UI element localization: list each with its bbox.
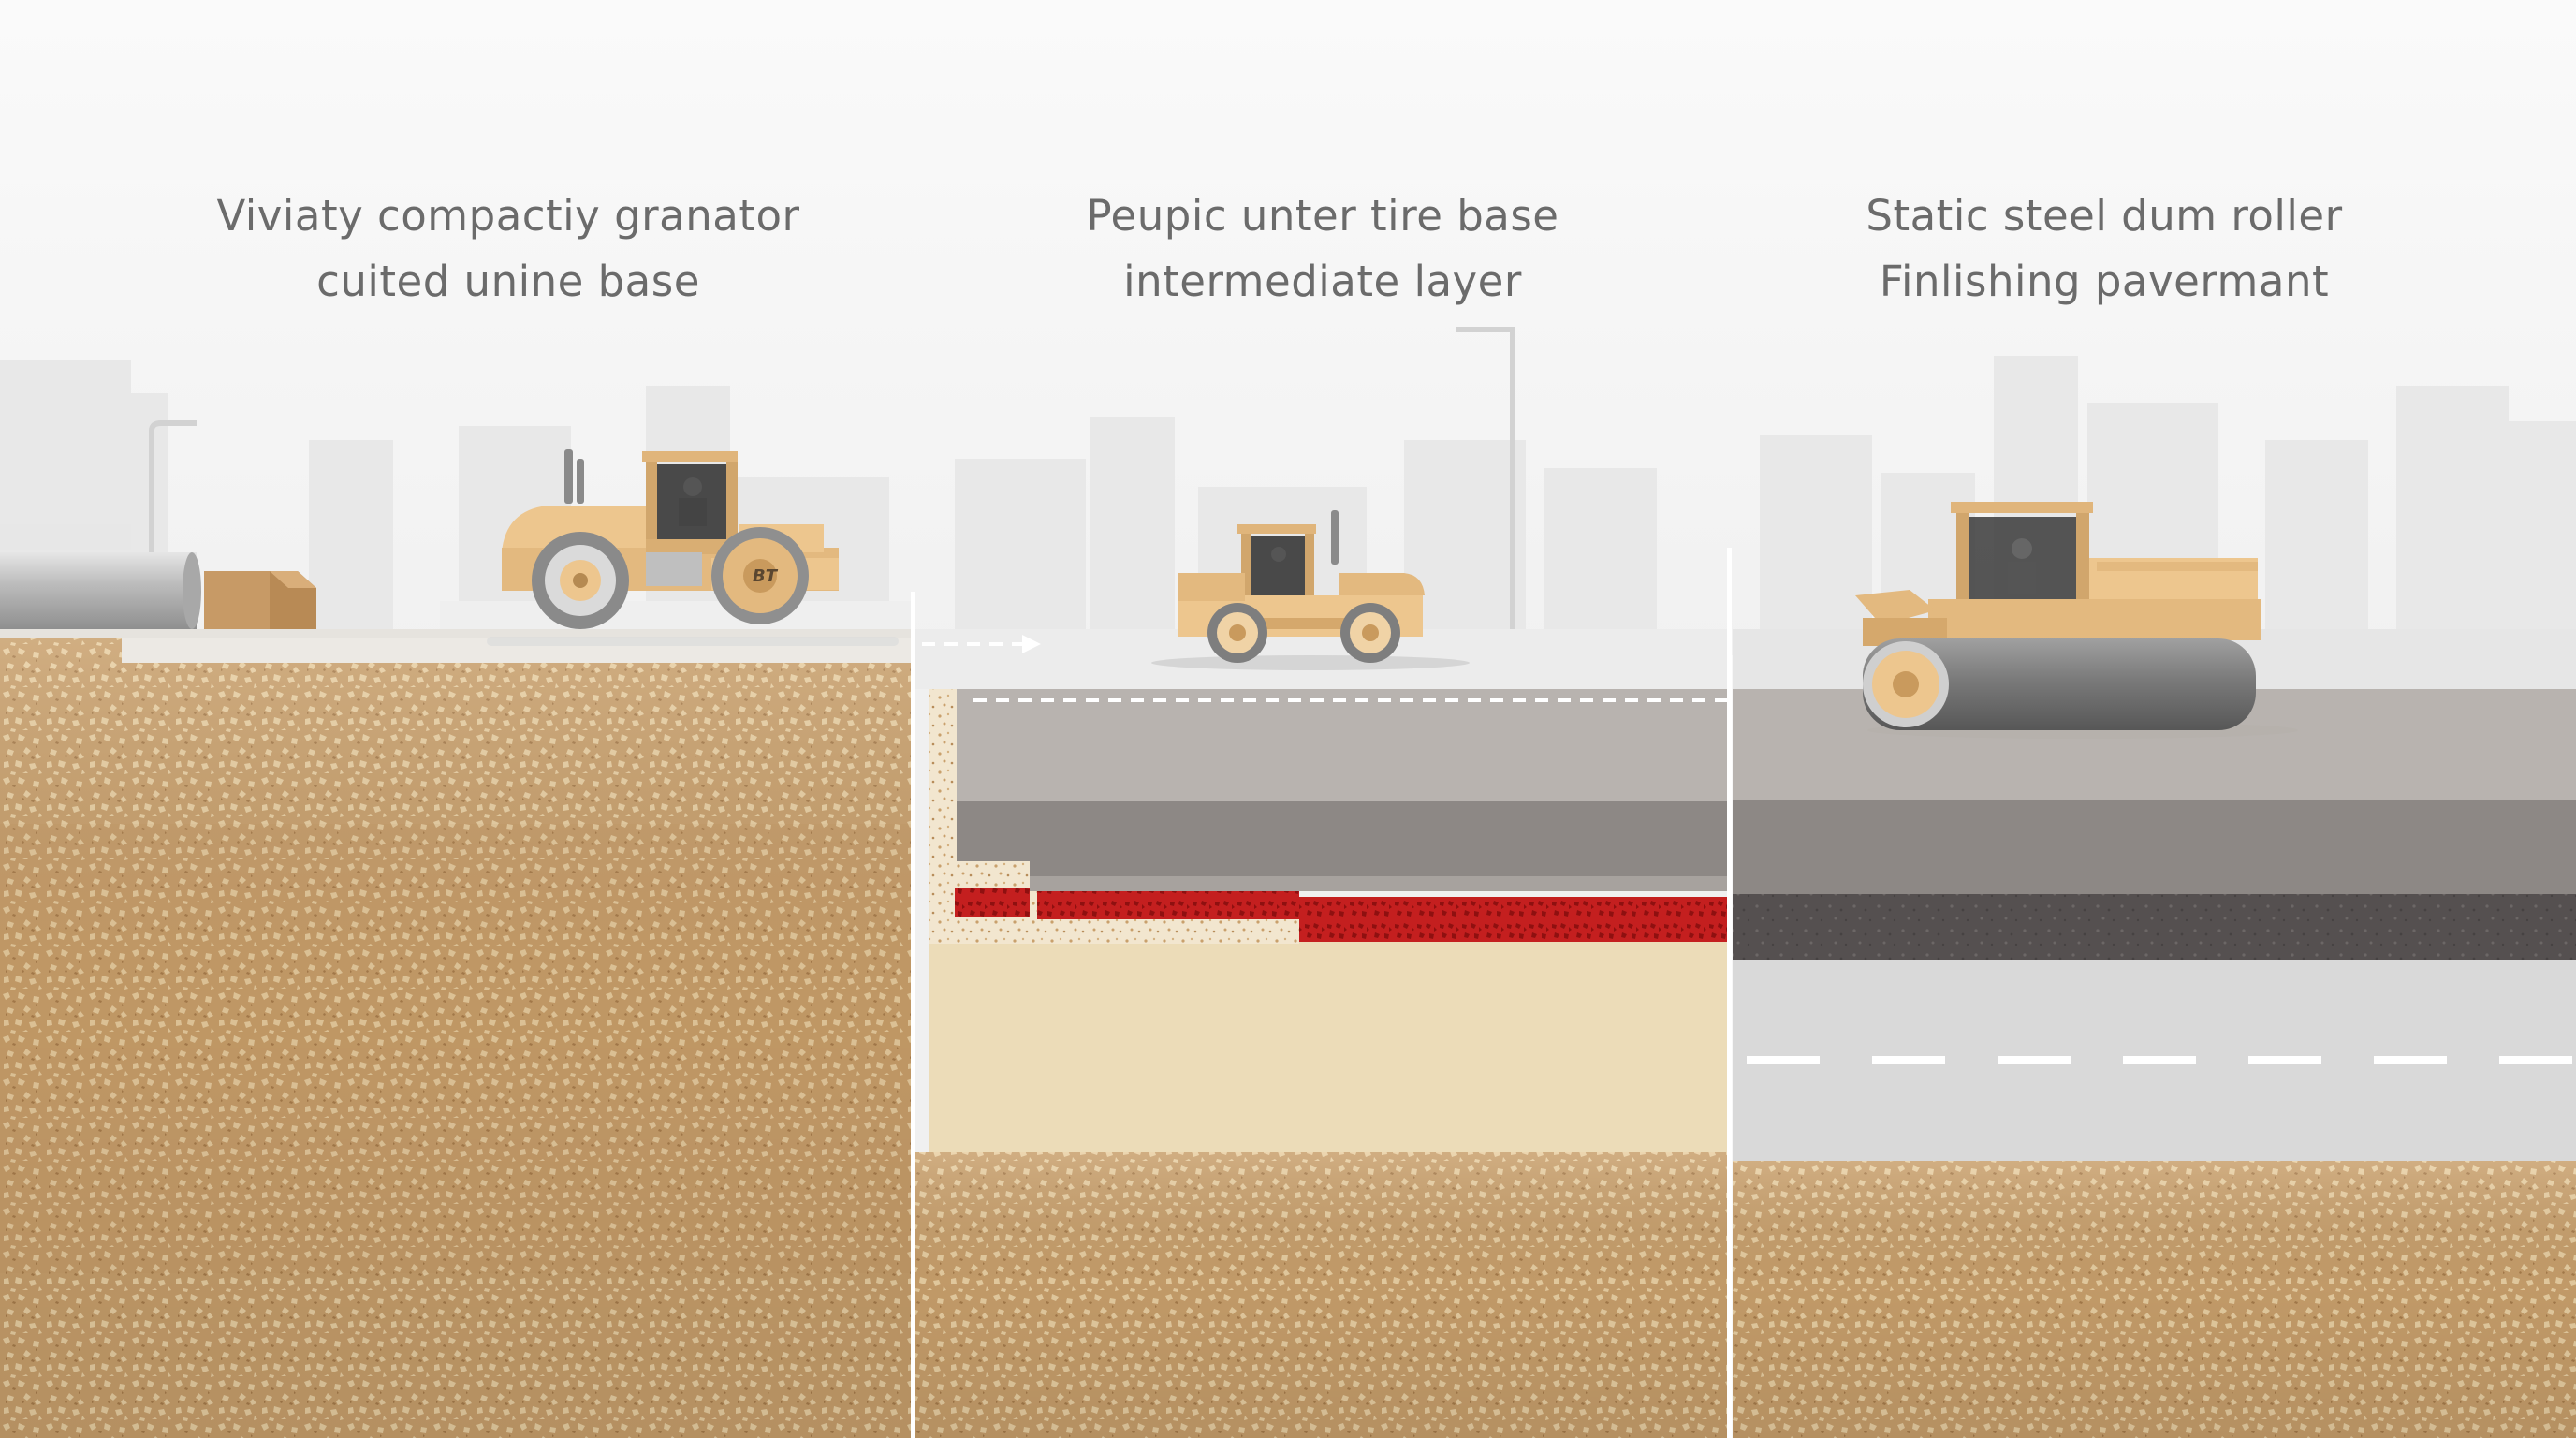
asphalt-top-layer bbox=[957, 689, 1727, 801]
street-lamp-center bbox=[1456, 327, 1515, 637]
panel-2-caption: Peupic unter tire base intermediate laye… bbox=[901, 183, 1744, 315]
red-binder-layer bbox=[1037, 891, 1299, 919]
roller-badge: BT bbox=[753, 566, 779, 586]
panel-3-caption-line-2: Finlishing pavermant bbox=[1879, 257, 2330, 306]
red-binder-layer-left bbox=[955, 888, 1030, 917]
asphalt-binder-layer bbox=[1733, 800, 2576, 894]
panel-1-caption-line-1: Viviaty compactiy granator bbox=[216, 191, 800, 241]
timber-crates bbox=[204, 571, 316, 629]
vibratory-roller: BT bbox=[487, 449, 899, 646]
gravel-step-edge bbox=[929, 655, 1299, 944]
panel-2-caption-line-2: intermediate layer bbox=[1123, 257, 1522, 306]
panel-1-caption: Viviaty compactiy granator cuited unine … bbox=[87, 183, 929, 315]
steel-drum bbox=[1863, 638, 2256, 730]
panel-3-caption: Static steel dum roller Finlishing paver… bbox=[1683, 183, 2525, 315]
street-lamp-left bbox=[149, 420, 197, 562]
sand-base-layer bbox=[929, 936, 1727, 1152]
panel-1-caption-line-2: cuited unine base bbox=[316, 257, 700, 306]
panel-divider-1 bbox=[911, 592, 915, 1438]
pneumatic-tire-roller bbox=[1151, 510, 1470, 670]
panel-3-finished-pavement bbox=[1733, 629, 2576, 1438]
pipe-section bbox=[0, 524, 201, 629]
static-steel-drum-roller bbox=[1855, 502, 2298, 739]
panel-1-granular-base bbox=[0, 601, 913, 1438]
dark-asphalt-layer bbox=[1733, 894, 2576, 960]
panel-2-caption-line-1: Peupic unter tire base bbox=[1086, 191, 1559, 241]
panel-2-intermediate-layer bbox=[915, 629, 1818, 1438]
asphalt-mid-layer bbox=[957, 801, 1727, 876]
panel-divider-2 bbox=[1727, 548, 1732, 1438]
panel-3-caption-line-1: Static steel dum roller bbox=[1866, 191, 2343, 241]
